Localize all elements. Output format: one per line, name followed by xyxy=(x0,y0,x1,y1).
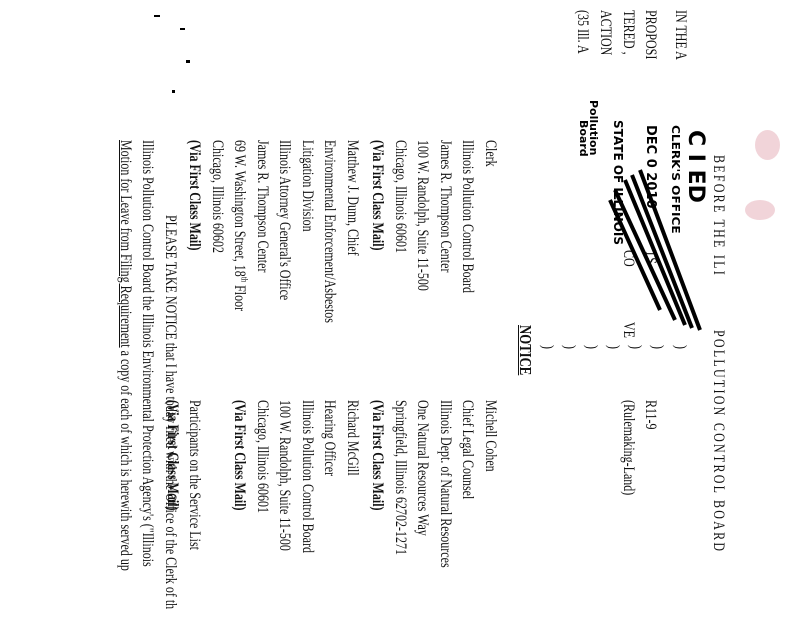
motion-title: Motion for Leave from Filing Requirement xyxy=(117,140,134,348)
matter-line: (35 Ill. A xyxy=(574,10,591,54)
address-line: Litigation Division xyxy=(299,140,316,232)
address-line: One Natural Resources Way xyxy=(414,400,432,536)
matter-line: ACTION xyxy=(597,10,614,56)
heading-right: POLLUTION CONTROL BOARD xyxy=(710,330,727,554)
matter-line: PROPOSI xyxy=(642,10,659,60)
address-line: Environmental Enforcement/Asbestos xyxy=(321,140,339,323)
delivery-method: (Via First Class Mail) xyxy=(369,140,387,251)
address-line: 100 W. Randolph, Suite 11-500 xyxy=(276,400,294,551)
bracket: ) xyxy=(583,345,600,349)
address-line: Chicago, Illinois 60602 xyxy=(209,140,226,253)
recipient-dunn: Matthew J. Dunn, Chief Environmental Enf… xyxy=(183,140,363,384)
spacer xyxy=(206,400,229,553)
notice-title: NOTICE xyxy=(516,325,535,376)
address-line: Illinois Dept. of Natural Resources xyxy=(437,400,454,568)
body-line-1: PLEASE TAKE NOTICE that I have today fil… xyxy=(162,215,179,610)
address-line: Chicago, Illinois 60601 xyxy=(254,400,271,513)
matter-line: TERED , xyxy=(620,10,637,55)
address-line: James R. Thompson Center xyxy=(437,140,454,273)
address-line: Chief Legal Counsel xyxy=(459,400,477,500)
bracket: ) xyxy=(605,345,622,349)
address-line: Matthew J. Dunn, Chief xyxy=(344,140,361,256)
bracket: ) xyxy=(649,345,666,349)
body-line-2: Illinois Pollution Control Board the Ill… xyxy=(139,140,156,567)
address-line: Hearing Officer xyxy=(321,400,339,477)
address-line: Illinois Pollution Control Board xyxy=(459,140,477,294)
body-line-3: Motion for Leave from Filing Requirement… xyxy=(115,140,135,571)
address-line: James R. Thompson Center xyxy=(254,140,271,273)
bracket: ) xyxy=(561,345,578,349)
matter-line: IN THE A xyxy=(672,10,689,60)
address-line: Clerk xyxy=(482,140,499,167)
address-line: Illinois Pollution Control Board xyxy=(299,400,316,554)
address-line: Illinois Attorney General's Office xyxy=(276,140,294,301)
stamp-scribble xyxy=(608,169,702,331)
delivery-method: (Via First Class Mail) xyxy=(231,400,249,511)
address-line: 69 W. Washington Street, 18th Floor xyxy=(228,140,251,323)
address-line: Springfield, Illinois 62702-1271 xyxy=(392,400,409,555)
bracket: ) xyxy=(627,345,644,349)
floor-word: Floor xyxy=(231,282,249,312)
recipient-mcgill: Richard McGill Hearing Officer Illinois … xyxy=(161,400,364,604)
recipient-cohen: Michell Cohen Chief Legal Counsel Illino… xyxy=(366,400,501,624)
address-line: Michell Cohen xyxy=(482,400,499,472)
docket-number: R11-9 xyxy=(642,400,659,430)
street: 69 W. Washington Street, 18 xyxy=(231,140,249,277)
delivery-method: (Via First Class Mail) xyxy=(369,400,387,511)
bracket: ) xyxy=(672,345,689,349)
stamp-board-2: Board xyxy=(577,120,590,157)
docket-type: (Rulemaking-Land) xyxy=(620,400,637,496)
body-line-3-rest: a copy of each of which is herewith serv… xyxy=(117,347,134,571)
address-line: 100 W. Randolph, Suite 11-500 xyxy=(414,140,432,291)
service-list-line: Participants on the Service List xyxy=(186,400,204,550)
recipient-clerk: Clerk Illinois Pollution Control Board J… xyxy=(366,140,501,344)
bracket: ) xyxy=(539,345,556,349)
address-line: Richard McGill xyxy=(344,400,361,476)
address-line: Chicago, Illinois 60601 xyxy=(392,140,409,253)
delivery-method: (Via First Class Mail) xyxy=(186,140,204,251)
